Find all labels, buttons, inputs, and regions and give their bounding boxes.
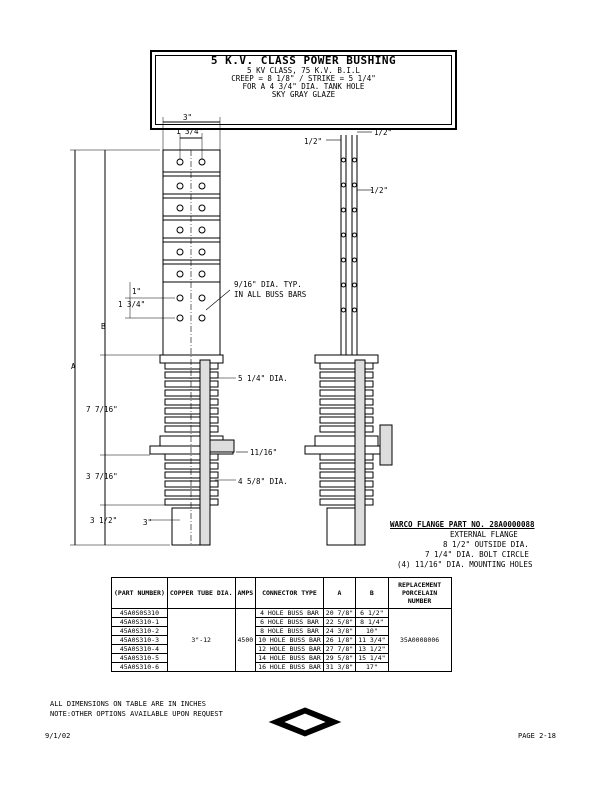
col-b: B (355, 577, 389, 609)
dim-a-value: 26 1/8" (322, 635, 357, 645)
table-header-row: (PART NUMBER) COPPER TUBE DIA. AMPS CONN… (111, 577, 452, 609)
connector-type: 4 HOLE BUSS BAR (255, 608, 324, 618)
side-half-left: 1/2" (304, 137, 323, 146)
dim-b-value: 13 1/2" (355, 644, 389, 654)
footer-date: 9/1/02 (45, 732, 71, 740)
spec-line-3: FOR A 4 3/4" DIA. TANK HOLE (242, 82, 365, 91)
dim-b: B (101, 322, 106, 331)
col-replacement: REPLACEMENT PORCELAIN NUMBER (387, 577, 452, 609)
part-number: 45A0S310-5 (111, 653, 168, 663)
col-connector-type: CONNECTOR TYPE (255, 577, 324, 609)
dim-1-3-4: 1 3/4" (118, 300, 146, 309)
dim-a-value: 29 5/8" (322, 653, 357, 663)
dim-3-7-16: 3 7/16" (86, 472, 118, 481)
dim-b-value: 11 3/4" (355, 635, 389, 645)
dim-7-7-16: 7 7/16" (86, 405, 118, 414)
dim-b-value: 8 1/4" (355, 617, 389, 627)
flange-line-2: 8 1/2" OUTSIDE DIA. (443, 540, 529, 549)
hole-note-2: IN ALL BUSS BARS (234, 290, 307, 299)
dim-a: A (71, 362, 76, 371)
connector-type: 14 HOLE BUSS BAR (255, 653, 324, 663)
dia-4-5-8: 4 5/8" DIA. (238, 477, 288, 486)
copper-tube-dia: 3"-12 (166, 608, 236, 672)
page-title: 5 K.V. CLASS POWER BUSHING (210, 54, 397, 67)
dim-a-value: 22 5/8" (322, 617, 357, 627)
buss-bar-stack (162, 149, 221, 356)
connector-type: 12 HOLE BUSS BAR (255, 644, 324, 654)
table-row: 45A0S310-6 16 HOLE BUSS BAR 31 3/8" 17" (111, 662, 452, 672)
parts-table: (PART NUMBER) COPPER TUBE DIA. AMPS CONN… (111, 577, 452, 672)
amps-value: 4500 (234, 608, 257, 672)
spec-line-2: CREEP = 8 1/8" / STRIKE = 5 1/4" (231, 74, 376, 83)
flange-line-4: (4) 11/16" DIA. MOUNTING HOLES (397, 560, 533, 569)
note-line-1: ALL DIMENSIONS ON TABLE ARE IN INCHES (50, 700, 206, 708)
dim-b-value: 15 1/4" (355, 653, 389, 663)
dim-b-value: 10" (355, 626, 389, 636)
dim-width: 3" (183, 113, 193, 122)
dim-11-16: 11/16" (250, 448, 278, 457)
flange-line-3: 7 1/4" DIA. BOLT CIRCLE (425, 550, 529, 559)
flange-line-1: EXTERNAL FLANGE (450, 530, 518, 539)
side-half-mid: 1/2" (370, 186, 389, 195)
dim-1: 1" (132, 287, 142, 296)
dia-5-1-4: 5 1/4" DIA. (238, 374, 288, 383)
dim-a-value: 27 7/8" (322, 644, 357, 654)
title-inner-border (155, 55, 452, 125)
dim-a-value: 31 3/8" (322, 662, 357, 672)
part-number: 45A0S310-4 (111, 644, 168, 654)
dim-a-value: 24 3/8" (322, 626, 357, 636)
table-row: 45A0S310-3 10 HOLE BUSS BAR 26 1/8" 11 3… (111, 635, 452, 645)
side-half-right: 1/2" (374, 128, 393, 137)
dim-3: 3" (143, 518, 153, 527)
dim-b-value: 17" (355, 662, 389, 672)
footer-page: PAGE 2-18 (518, 732, 556, 740)
dim-3-1-2: 3 1/2" (90, 516, 118, 525)
table-row: 45A0S310-5 14 HOLE BUSS BAR 29 5/8" 15 1… (111, 653, 452, 663)
part-number: 45A0S310-6 (111, 662, 168, 672)
col-a: A (322, 577, 357, 609)
spec-line-1: 5 KV CLASS, 75 K.V. B.I.L (247, 66, 360, 75)
replacement-number: 35A0008006 (387, 608, 452, 672)
hole-note-1: 9/16" DIA. TYP. (234, 280, 302, 289)
part-number: 45A0S0S310 (111, 608, 168, 618)
flange-title: WARCO FLANGE PART NO. 28A0000088 (390, 520, 535, 529)
note-line-2: NOTE:OTHER OPTIONS AVAILABLE UPON REQUES… (50, 710, 223, 718)
col-amps: AMPS (234, 577, 257, 609)
title-block: 5 K.V. CLASS POWER BUSHING 5 KV CLASS, 7… (150, 50, 457, 130)
part-number: 45A0S310-2 (111, 626, 168, 636)
connector-type: 16 HOLE BUSS BAR (255, 662, 324, 672)
connector-type: 6 HOLE BUSS BAR (255, 617, 324, 627)
col-part-number: (PART NUMBER) (111, 577, 168, 609)
dim-a-value: 20 7/8" (322, 608, 357, 618)
table-row: 45A0S0S310 3"-12 4500 4 HOLE BUSS BAR 20… (111, 608, 452, 672)
connector-type: 10 HOLE BUSS BAR (255, 635, 324, 645)
part-number: 45A0S310-1 (111, 617, 168, 627)
dim-hole-spacing: 1 3/4" (176, 127, 204, 136)
connector-type: 8 HOLE BUSS BAR (255, 626, 324, 636)
part-number: 45A0S310-3 (111, 635, 168, 645)
dim-b-value: 6 1/2" (355, 608, 389, 618)
col-copper-tube: COPPER TUBE DIA. (166, 577, 236, 609)
spec-line-4: SKY GRAY GLAZE (271, 90, 336, 99)
table-row: 45A0S310-4 12 HOLE BUSS BAR 27 7/8" 13 1… (111, 644, 452, 654)
